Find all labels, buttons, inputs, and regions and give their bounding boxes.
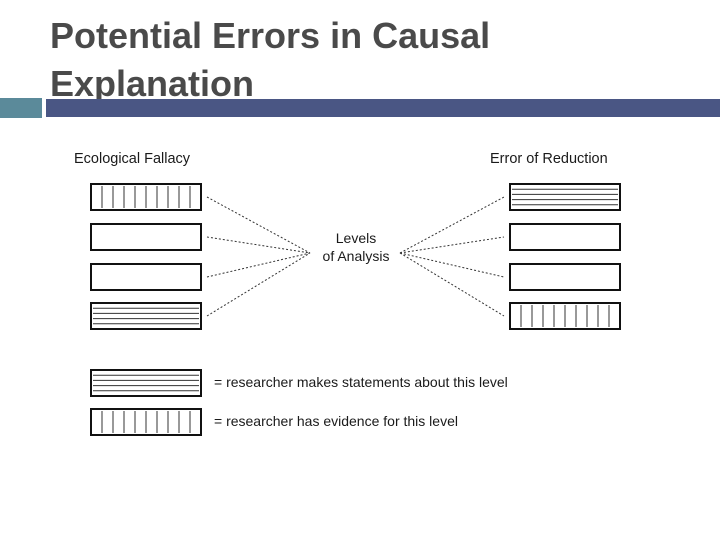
error-of-reduction-heading: Error of Reduction [490,151,608,167]
legend-swatches [90,369,202,436]
legend-statements-text: = researcher makes statements about this… [214,374,508,390]
right-level-boxes [509,183,621,330]
left-connector-line [206,196,311,254]
left-level-box-3 [90,263,202,291]
right-level-box-4 [509,302,621,330]
legend-evidence-swatch [90,408,202,436]
left-connector-line [206,236,311,254]
right-connector-line [399,252,505,278]
right-level-box-2 [509,223,621,251]
left-connector-line [206,252,311,317]
right-level-box-1 [509,183,621,211]
legend-statements-swatch [90,369,202,397]
title-accent-gap [42,98,46,118]
of-analysis-label: of Analysis [323,248,390,264]
right-connector-line [399,252,505,317]
legend-evidence-text: = researcher has evidence for this level [214,413,458,429]
left-level-box-2 [90,223,202,251]
ecological-fallacy-heading: Ecological Fallacy [74,151,191,167]
slide-title: Potential Errors in Causal Explanation [50,12,650,108]
connector-lines [206,196,505,317]
title-line-2: Explanation [50,63,255,104]
right-level-box-3 [509,263,621,291]
left-level-box-1 [90,183,202,211]
title-line-1: Potential Errors in Causal [50,15,491,56]
title-accent-square [0,98,42,118]
left-connector-line [206,252,311,278]
left-level-boxes [90,183,202,330]
right-connector-line [399,236,505,254]
levels-label: Levels [336,230,376,246]
left-level-box-4 [90,302,202,330]
title-accent-bar [46,99,720,117]
